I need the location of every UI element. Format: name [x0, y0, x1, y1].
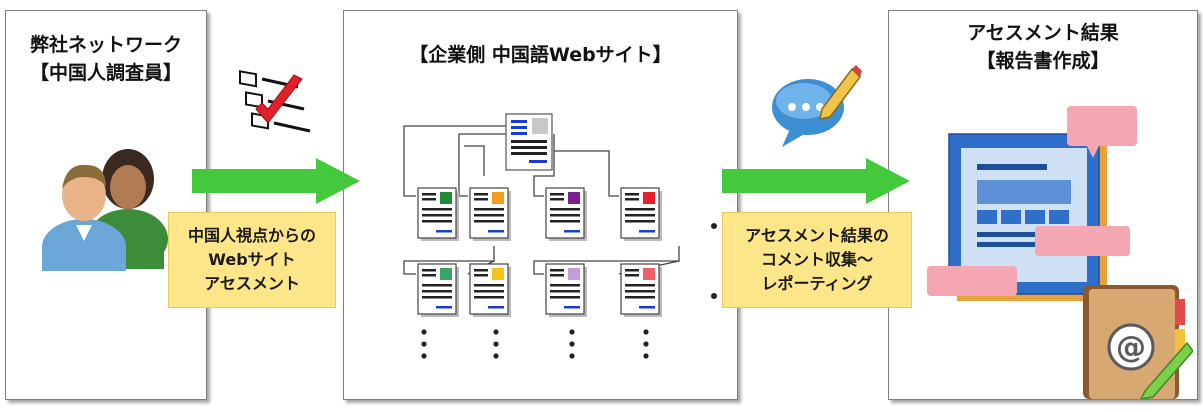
- site-page-icon: [469, 263, 511, 317]
- left-panel: 弊社ネットワーク 【中国人調査員】: [5, 10, 207, 400]
- root-page-icon: [505, 113, 553, 171]
- assessment-callout-line2: Webサイト: [208, 250, 296, 269]
- comment-bubble-icon: [768, 65, 863, 150]
- right-panel: アセスメント結果 【報告書作成】: [888, 10, 1198, 400]
- site-page-icon: [417, 187, 459, 241]
- flow-arrow-1: [192, 158, 362, 204]
- report-callout-line3: レポーティング: [761, 274, 873, 293]
- report-document-icon: [927, 106, 1142, 316]
- sitemap-diagram: [384, 96, 724, 366]
- assessment-callout-line1: 中国人視点からの: [187, 226, 316, 245]
- site-page-icon: [545, 187, 587, 241]
- site-page-icon: [469, 187, 511, 241]
- assessment-callout-line3: アセスメント: [204, 274, 300, 293]
- site-page-icon: [620, 263, 662, 317]
- flow-arrow-2: [722, 158, 912, 204]
- right-panel-title-line2: 【報告書作成】: [976, 50, 1110, 72]
- right-panel-title-line1: アセスメント結果: [967, 22, 1119, 44]
- people-icon: [36, 121, 176, 271]
- site-page-icon: [417, 263, 459, 317]
- assessment-callout: 中国人視点からの Webサイト アセスメント: [168, 212, 336, 308]
- site-page-icon: [545, 263, 587, 317]
- center-panel: 【企業側 中国語Webサイト】: [343, 10, 738, 400]
- site-page-icon: [620, 187, 662, 241]
- svg-text:@: @: [1116, 330, 1146, 365]
- left-panel-title-line1: 弊社ネットワーク: [29, 34, 182, 56]
- address-book-icon: @: [1075, 281, 1193, 399]
- report-callout: アセスメント結果の コメント収集～ レポーティング: [722, 212, 912, 308]
- center-panel-title: 【企業側 中国語Webサイト】: [409, 44, 672, 66]
- report-callout-line1: アセスメント結果の: [745, 226, 889, 245]
- left-panel-title: 弊社ネットワーク 【中国人調査員】: [6, 31, 206, 87]
- right-panel-title: アセスメント結果 【報告書作成】: [889, 19, 1197, 75]
- left-panel-title-line2: 【中国人調査員】: [29, 62, 182, 84]
- more-pages-vertical-ellipsis: [421, 329, 649, 359]
- checklist-icon: [238, 65, 318, 145]
- report-callout-line2: コメント収集～: [760, 250, 873, 269]
